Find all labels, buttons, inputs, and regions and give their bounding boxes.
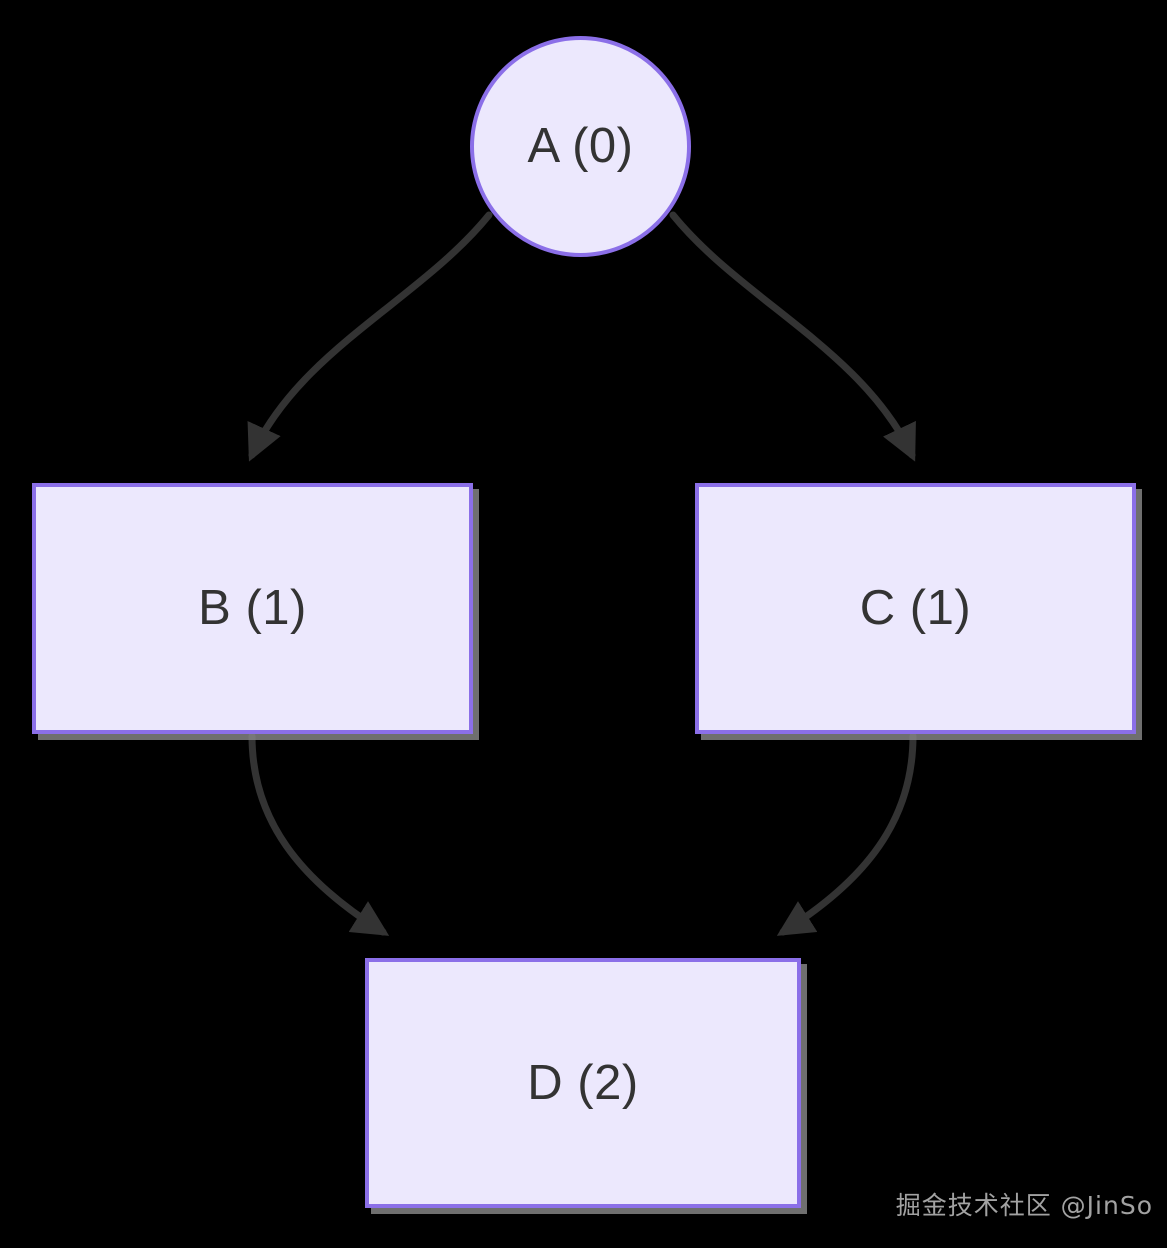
node-b-label: B (1) (198, 581, 307, 635)
node-a[interactable]: A (0) (470, 36, 691, 257)
edge-a-to-c (669, 211, 916, 462)
node-b[interactable]: B (1) (32, 483, 473, 734)
watermark-text: 掘金技术社区 @JinSo (895, 1191, 1153, 1220)
edge-c-to-d (776, 732, 917, 936)
node-d[interactable]: D (2) (365, 958, 801, 1208)
node-d-label: D (2) (527, 1055, 639, 1110)
edge-a-to-b (247, 211, 493, 462)
node-c[interactable]: C (1) (695, 483, 1136, 734)
edge-b-to-d (248, 732, 390, 936)
node-a-label: A (0) (527, 119, 634, 173)
node-c-label: C (1) (859, 581, 972, 635)
